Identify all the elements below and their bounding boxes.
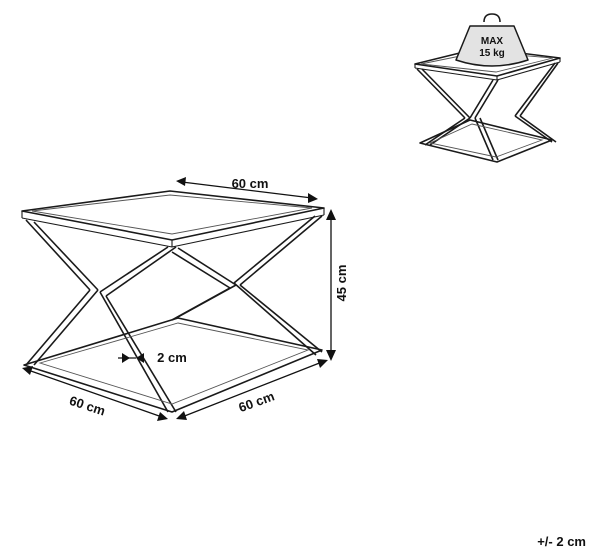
weight-label-kg: 15 kg: [479, 48, 505, 59]
main-table: [21, 190, 325, 413]
tolerance-note: +/- 2 cm: [537, 534, 586, 549]
dimension-front-right: 60 cm: [176, 359, 328, 420]
dimension-leg-thickness-label: 2 cm: [157, 350, 187, 365]
main-table-top: [21, 190, 325, 241]
weight-label-max: MAX: [481, 36, 504, 47]
dimension-front-right-label: 60 cm: [237, 388, 277, 415]
main-table-legs: [25, 215, 323, 413]
main-table-base: [23, 317, 323, 413]
dimension-top-width: 60 cm: [176, 176, 318, 203]
dimension-leg-thickness: 2 cm: [118, 350, 187, 365]
dimension-front-left-label: 60 cm: [68, 393, 108, 419]
thumbnail-table: MAX 15 kg: [414, 13, 561, 163]
dimension-height-label: 45 cm: [334, 265, 349, 302]
thumbnail-table-base: [419, 119, 553, 163]
weight-icon: MAX 15 kg: [455, 13, 529, 67]
dimension-height: 45 cm: [326, 209, 349, 361]
dimension-top-width-label: 60 cm: [232, 176, 269, 191]
